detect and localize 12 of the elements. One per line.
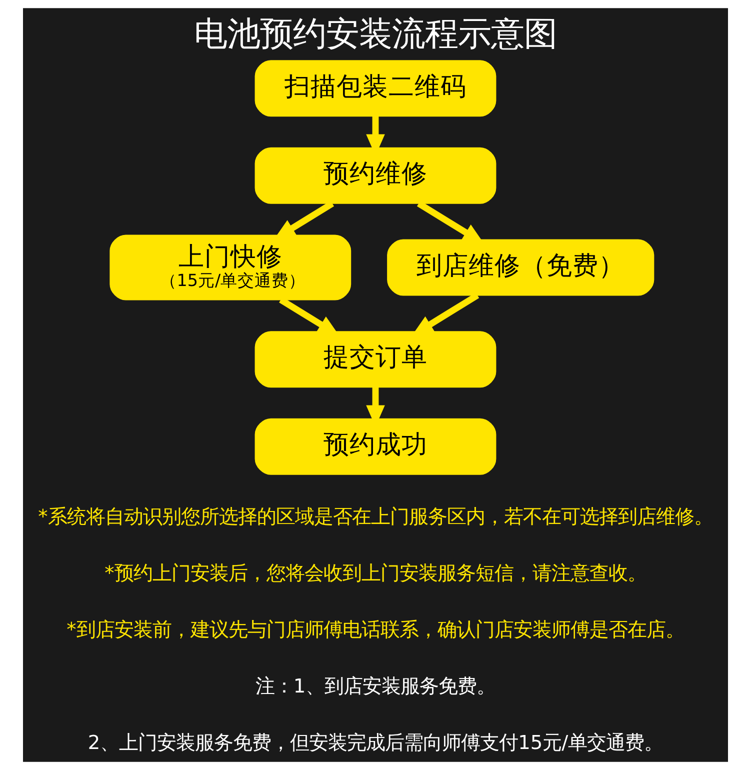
node-box: 提交订单 xyxy=(254,331,496,388)
node-box: 到店维修（免费） xyxy=(386,239,654,296)
node-box: 预约维修 xyxy=(254,147,496,204)
label: 注：1、到店安装服务免费。 xyxy=(254,674,496,698)
diagram-title: 电池预约安装流程示意图 xyxy=(194,14,556,54)
node-box: 上门快修 （15元/单交通费） xyxy=(109,234,351,300)
node-box: 预约成功 xyxy=(254,418,496,475)
label: 2、上门安装服务免费，但安装完成后需向师傅支付15元/单交通费。 xyxy=(87,731,663,754)
label: *到店安装前，建议先与门店师傅电话联系，确认门店安装师傅是否在店。 xyxy=(66,618,684,642)
label: *预约上门安装后，您将会收到上门安装服务短信，请注意查收。 xyxy=(104,562,646,585)
label: *系统将自动识别您所选择的区域是否在上门服务区内，若不在可选择到店维修。 xyxy=(38,505,712,528)
node-box: 扫描包装二维码 xyxy=(254,60,496,117)
